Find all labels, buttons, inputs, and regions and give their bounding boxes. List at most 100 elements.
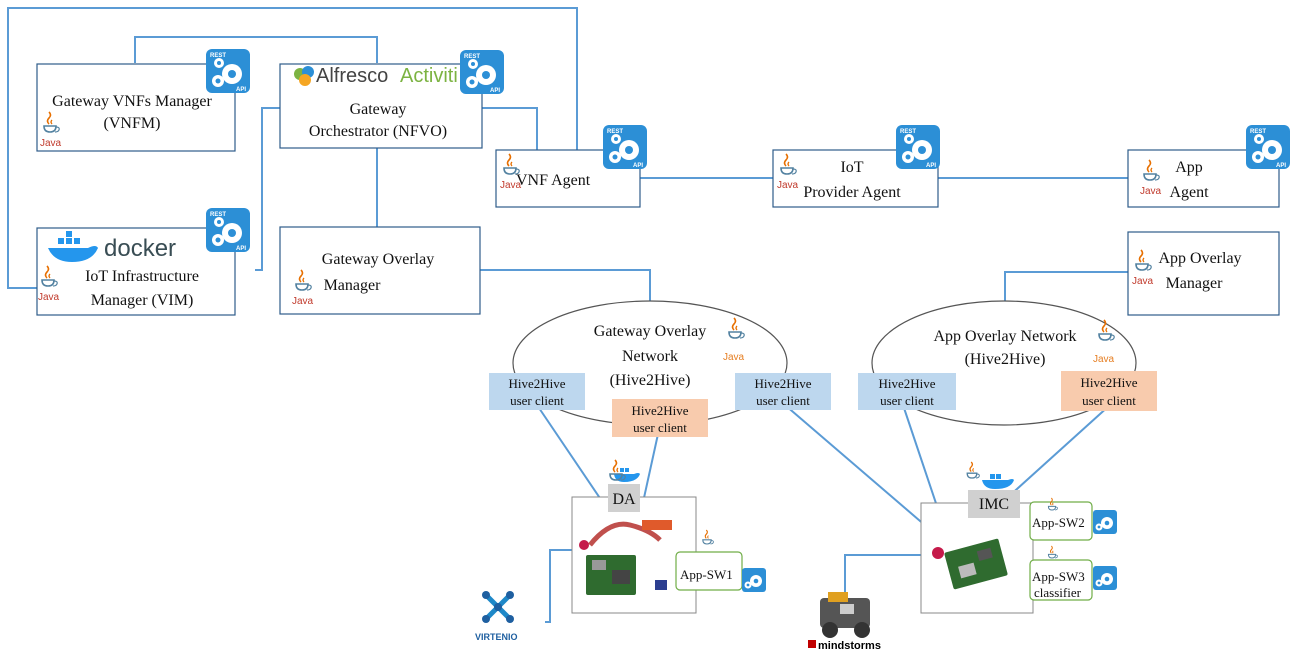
rest-api-icon: REST API	[896, 125, 940, 169]
svg-text:Java: Java	[292, 296, 314, 307]
vnfm-line1: Gateway VNFs Manager	[52, 93, 212, 110]
svg-text:API: API	[490, 88, 500, 94]
nfvo-line2: Orchestrator (NFVO)	[309, 123, 447, 140]
nfvo-line1: Gateway	[350, 101, 407, 118]
svg-text:user client: user client	[1082, 393, 1136, 408]
java-icon: Java	[723, 317, 746, 363]
svg-text:Alfresco: Alfresco	[316, 65, 388, 87]
svg-text:Hive2Hive: Hive2Hive	[508, 376, 565, 391]
aon-line2: (Hive2Hive)	[965, 351, 1046, 368]
svg-text:REST: REST	[607, 129, 623, 135]
java-icon: Java	[777, 153, 799, 191]
svg-text:Java: Java	[777, 180, 799, 191]
aon-line1: App Overlay Network	[933, 328, 1076, 345]
docker-icon	[614, 468, 640, 482]
java-icon	[1047, 545, 1059, 559]
svg-text:docker: docker	[104, 235, 176, 262]
svg-text:user client: user client	[510, 393, 564, 408]
app-agent-line1: App	[1175, 159, 1203, 176]
rest-api-icon	[1093, 566, 1117, 590]
java-icon: Java	[1093, 319, 1115, 365]
svg-text:Hive2Hive: Hive2Hive	[754, 376, 811, 391]
rest-api-icon: REST API	[206, 49, 250, 93]
app-agent-box[interactable]: App Agent Java REST API	[1127, 125, 1290, 208]
raspberry-pi-board	[932, 538, 1008, 590]
svg-text:user client: user client	[756, 393, 810, 408]
hive2hive-client-app-right[interactable]: Hive2Hive user client	[1061, 371, 1157, 411]
vim-line2: Manager (VIM)	[91, 292, 194, 309]
iot-agent-line1: IoT	[840, 159, 863, 176]
java-icon: Java	[500, 153, 522, 191]
app-overlay-manager-box[interactable]: App Overlay Manager Java	[1127, 231, 1280, 316]
hive2hive-client-gw-right[interactable]: Hive2Hive user client	[735, 373, 831, 410]
java-icon: Java	[1132, 249, 1154, 287]
rest-api-icon: REST API	[603, 125, 647, 169]
vnf-agent-label: VNF Agent	[516, 172, 591, 189]
da-device-box[interactable]: DA	[571, 459, 697, 614]
rest-api-icon: REST API	[460, 50, 504, 94]
svg-text:user client: user client	[880, 393, 934, 408]
aom-line2: Manager	[1166, 275, 1224, 292]
hive2hive-client-gw-middle[interactable]: Hive2Hive user client	[612, 399, 708, 437]
gon-line1: Gateway Overlay	[594, 323, 706, 340]
java-icon	[702, 529, 715, 545]
hive2hive-client-gw-left[interactable]: Hive2Hive user client	[489, 373, 585, 410]
svg-text:App-SW2: App-SW2	[1032, 515, 1085, 530]
svg-text:API: API	[236, 87, 246, 93]
svg-text:VIRTENIO: VIRTENIO	[475, 632, 518, 642]
hive2hive-client-app-left[interactable]: Hive2Hive user client	[858, 373, 956, 410]
virtenio-logo: VIRTENIO	[475, 591, 518, 642]
app-sw3-box[interactable]: App-SW3 classifier	[1029, 545, 1117, 601]
da-label: DA	[612, 491, 636, 508]
alfresco-logo: Alfresco Activiti	[294, 65, 458, 87]
iot-agent-line2: Provider Agent	[803, 184, 901, 201]
java-icon	[966, 461, 980, 479]
vnf-agent-box[interactable]: VNF Agent Java REST API	[495, 125, 647, 208]
java-icon: Java	[38, 265, 60, 303]
svg-text:classifier: classifier	[1034, 585, 1082, 600]
svg-text:API: API	[926, 163, 936, 169]
svg-text:REST: REST	[464, 54, 480, 60]
java-icon: Java	[1140, 159, 1162, 197]
svg-text:user client: user client	[633, 420, 687, 435]
vnfm-box[interactable]: Gateway VNFs Manager (VNFM) Java REST API	[36, 49, 250, 152]
docker-icon	[982, 474, 1014, 489]
nfvo-box[interactable]: Alfresco Activiti Gateway Orchestrator (…	[279, 50, 504, 149]
svg-text:App-SW1: App-SW1	[680, 567, 733, 582]
svg-text:Java: Java	[40, 138, 62, 149]
gon-line3: (Hive2Hive)	[610, 372, 691, 389]
imc-device-box[interactable]: IMC	[920, 461, 1034, 614]
svg-text:API: API	[1276, 163, 1286, 169]
imc-label: IMC	[979, 496, 1009, 513]
svg-text:Java: Java	[38, 292, 60, 303]
gom-line1: Gateway Overlay	[322, 251, 434, 268]
vim-box[interactable]: docker IoT Infrastructure Manager (VIM) …	[36, 208, 250, 316]
svg-text:Hive2Hive: Hive2Hive	[878, 376, 935, 391]
svg-text:API: API	[633, 163, 643, 169]
svg-text:Java: Java	[500, 180, 522, 191]
svg-text:Java: Java	[723, 352, 745, 363]
svg-text:Java: Java	[1132, 276, 1154, 287]
svg-text:REST: REST	[210, 212, 226, 218]
svg-text:App-SW3: App-SW3	[1032, 569, 1085, 584]
gom-line2: Manager	[324, 277, 382, 294]
gon-line2: Network	[622, 348, 678, 365]
svg-text:REST: REST	[1250, 129, 1266, 135]
app-sw1-box[interactable]: App-SW1	[675, 529, 766, 592]
vnfm-line2: (VNFM)	[104, 115, 161, 132]
mindstorms-robot: mindstorms	[808, 592, 881, 652]
svg-text:Hive2Hive: Hive2Hive	[1080, 375, 1137, 390]
svg-text:REST: REST	[900, 129, 916, 135]
java-icon: Java	[40, 111, 62, 149]
gateway-overlay-manager-box[interactable]: Gateway Overlay Manager Java	[279, 226, 481, 315]
docker-logo: docker	[48, 231, 176, 262]
svg-text:Activiti: Activiti	[400, 65, 458, 87]
rest-api-icon: REST API	[1246, 125, 1290, 169]
app-agent-line2: Agent	[1169, 184, 1209, 201]
svg-text:Java: Java	[1093, 354, 1115, 365]
svg-text:REST: REST	[210, 53, 226, 59]
app-sw2-box[interactable]: App-SW2	[1029, 497, 1117, 541]
iot-provider-agent-box[interactable]: IoT Provider Agent Java REST API	[772, 125, 940, 208]
